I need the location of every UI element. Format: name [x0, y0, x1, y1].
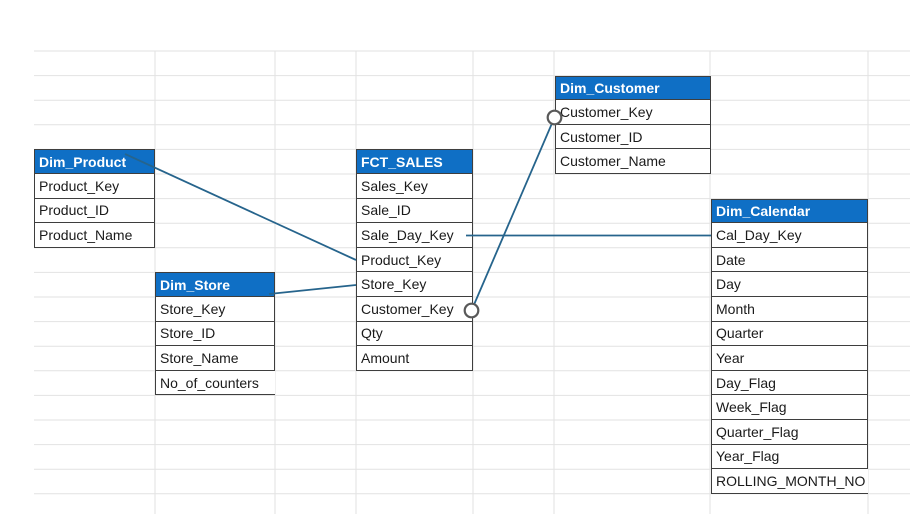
- table-row[interactable]: Customer_ID: [555, 124, 711, 150]
- table-row[interactable]: Customer_Name: [555, 149, 711, 174]
- table-row[interactable]: No_of_counters: [155, 370, 275, 396]
- table-row[interactable]: Product_Key: [34, 173, 155, 199]
- table-row[interactable]: Month: [711, 296, 868, 322]
- table-row[interactable]: Store_Name: [155, 346, 275, 371]
- table-row[interactable]: Store_Key: [155, 296, 275, 322]
- table-title-dim-customer[interactable]: Dim_Customer: [555, 75, 711, 101]
- table-row[interactable]: Product_Name: [34, 223, 155, 248]
- table-row[interactable]: Qty: [356, 321, 473, 347]
- table-row[interactable]: Sale_ID: [356, 198, 473, 224]
- table-row[interactable]: Customer_Key: [555, 100, 711, 125]
- table-row[interactable]: Product_ID: [34, 198, 155, 224]
- table-row[interactable]: Day_Flag: [711, 370, 868, 396]
- table-row[interactable]: Cal_Day_Key: [711, 223, 868, 248]
- table-row[interactable]: Year: [711, 346, 868, 371]
- table-row[interactable]: Day: [711, 272, 868, 297]
- table-row[interactable]: Store_Key: [356, 272, 473, 297]
- table-row[interactable]: Year_Flag: [711, 444, 868, 470]
- table-row[interactable]: Store_ID: [155, 321, 275, 347]
- table-row[interactable]: Week_Flag: [711, 395, 868, 420]
- table-row[interactable]: Date: [711, 247, 868, 273]
- table-row[interactable]: Quarter: [711, 321, 868, 347]
- table-row[interactable]: Sales_Key: [356, 173, 473, 199]
- table-title-dim-store[interactable]: Dim_Store: [155, 272, 275, 297]
- table-row[interactable]: Customer_Key: [356, 296, 473, 322]
- table-row[interactable]: Quarter_Flag: [711, 419, 868, 445]
- table-row[interactable]: Sale_Day_Key: [356, 223, 473, 248]
- table-title-dim-product[interactable]: Dim_Product: [34, 149, 155, 174]
- table-title-fct-sales[interactable]: FCT_SALES: [356, 149, 473, 174]
- table-row[interactable]: Amount: [356, 346, 473, 371]
- table-row[interactable]: Product_Key: [356, 247, 473, 273]
- table-title-dim-calendar[interactable]: Dim_Calendar: [711, 198, 868, 224]
- table-row[interactable]: ROLLING_MONTH_NO: [711, 469, 868, 494]
